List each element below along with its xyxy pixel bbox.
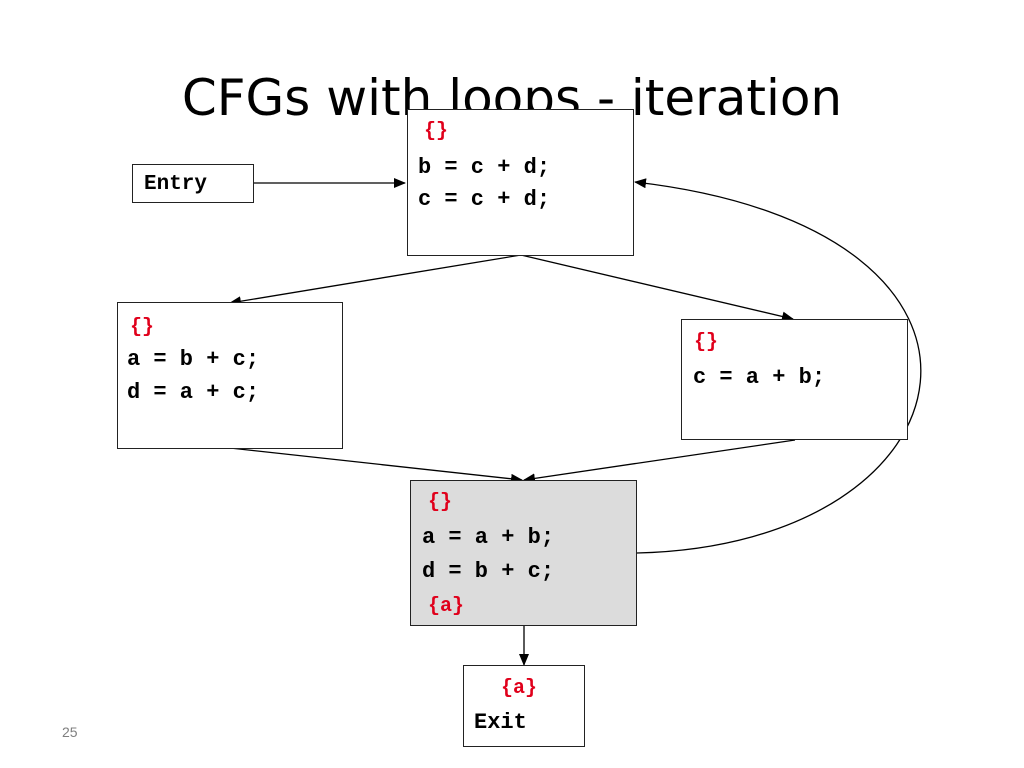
b1-in-set: {} [424,120,449,143]
block-b1: {} b = c + d; c = c + d; [407,109,634,256]
block-b2: {} a = b + c; d = a + c; [117,302,343,449]
b2-stmt-1: a = b + c; [127,347,260,372]
entry-node: Entry [132,164,254,203]
b4-stmt-1: a = a + b; [422,525,555,550]
b1-stmt-2: c = c + d; [418,187,551,212]
page-number: 25 [62,724,78,740]
edge-b1-to-b2 [229,254,522,307]
exit-label: Exit [474,710,527,735]
block-b3: {} c = a + b; [681,319,908,440]
b1-stmt-1: b = c + d; [418,155,551,180]
b4-out-set: {a} [428,595,465,618]
entry-label: Entry [144,173,208,196]
edge-b2-to-b4 [229,447,523,484]
b3-stmt-1: c = a + b; [693,365,826,390]
b4-in-set: {} [428,491,453,514]
edge-b1-to-b3 [520,254,794,322]
b3-in-set: {} [694,331,719,354]
edge-b4-back-to-b1 [634,178,922,554]
b4-stmt-2: d = b + c; [422,559,555,584]
block-b4: {} a = a + b; d = b + c; {a} [410,480,637,626]
exit-node: {a} Exit [463,665,585,747]
edge-b3-to-b4 [523,439,796,484]
b2-stmt-2: d = a + c; [127,380,260,405]
exit-in-set: {a} [501,677,538,700]
b2-in-set: {} [130,316,155,339]
